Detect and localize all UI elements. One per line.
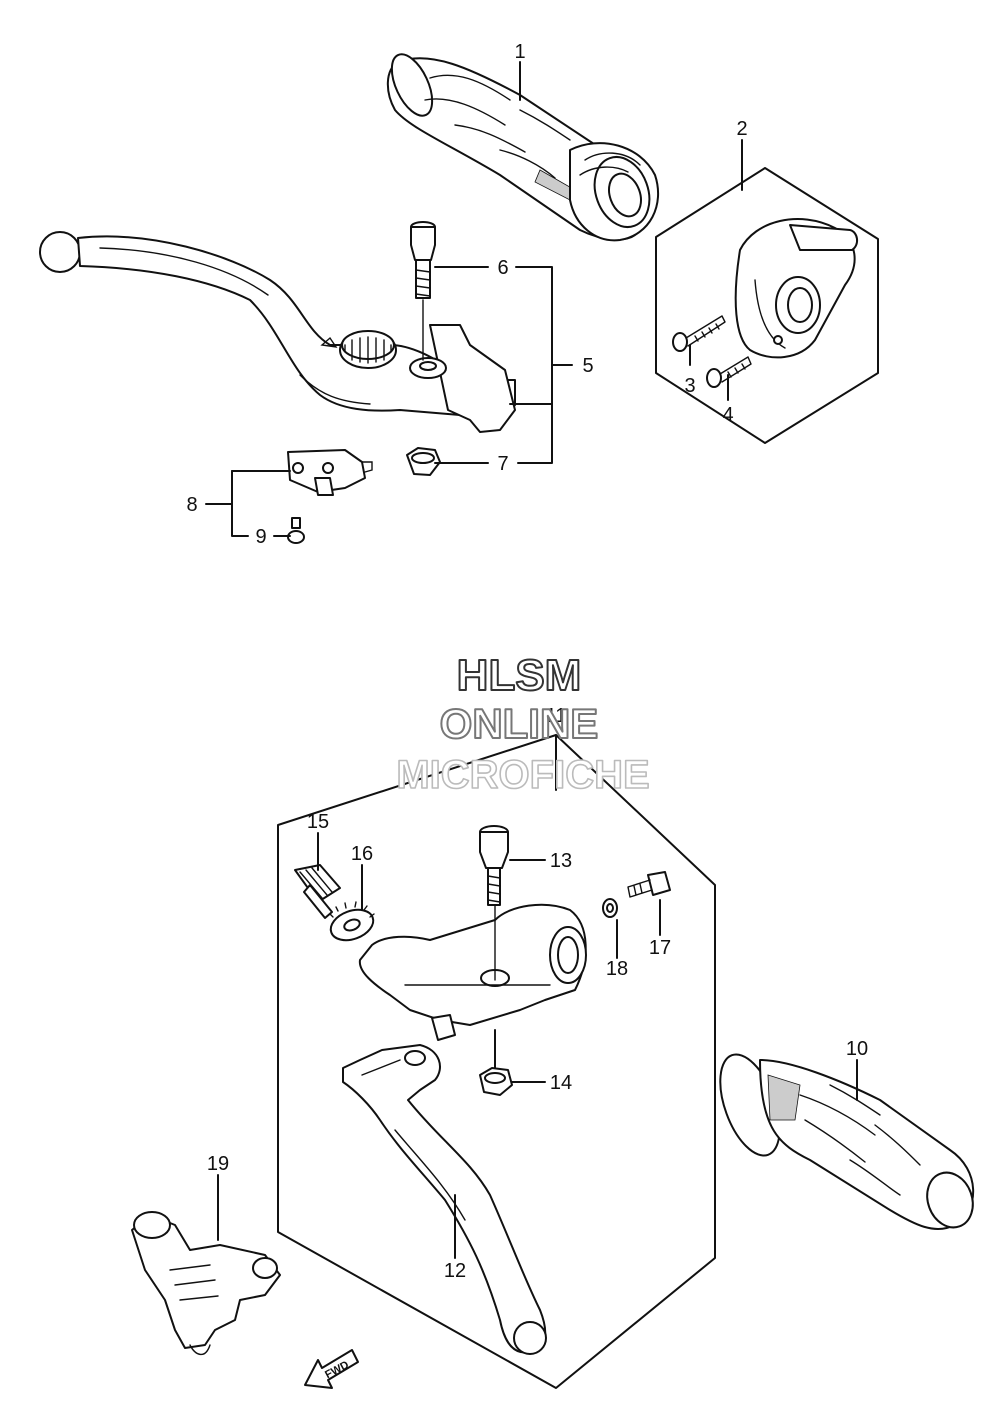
part-3-screw (672, 315, 726, 352)
part-13-bolt (479, 825, 509, 906)
callout-4: 4 (722, 404, 733, 426)
callout-11: 11 (546, 705, 567, 727)
callout-13: 13 (550, 850, 572, 872)
callout-18: 18 (606, 958, 628, 980)
fwd-arrow: FWD (304, 1349, 359, 1389)
part-19-clutch-switch (131, 1211, 281, 1356)
fwd-label: FWD (323, 1359, 351, 1381)
watermark-line2: ONLINE (440, 700, 599, 747)
leader-lines-upper (205, 61, 743, 537)
part-6-pivot-bolt (410, 221, 436, 361)
callout-15: 15 (307, 811, 329, 833)
part-9-screw (287, 517, 305, 544)
part-7-nut (406, 447, 441, 476)
leader-lines-lower (217, 734, 858, 1259)
callout-16: 16 (351, 843, 373, 865)
callout-labels: 1 2 3 4 5 6 7 8 9 10 11 12 13 14 15 16 1… (186, 41, 868, 1282)
callout-3: 3 (684, 375, 695, 397)
brake-lever (39, 231, 516, 433)
callout-17: 17 (649, 937, 671, 959)
watermark-line3: MICROFICHE (396, 753, 649, 797)
clutch-lever-holder (358, 854, 587, 1041)
callout-5: 5 (582, 355, 593, 377)
callout-19: 19 (207, 1153, 229, 1175)
part-10-left-grip (719, 1053, 975, 1230)
callout-1: 1 (514, 41, 525, 63)
watermark: HLSM ONLINE MICROFICHE (396, 650, 651, 798)
callout-10: 10 (846, 1038, 868, 1060)
part-1-throttle-grip (386, 53, 660, 242)
callout-6: 6 (497, 257, 508, 279)
callout-9: 9 (255, 526, 266, 548)
watermark-line1: HLSM (457, 651, 582, 700)
callout-7: 7 (497, 453, 508, 475)
callout-8: 8 (186, 494, 197, 516)
part-4-screw (706, 356, 752, 388)
part-2-throttle-housing-group (655, 167, 879, 444)
part-16-lock-washer (329, 901, 375, 942)
callout-12: 12 (444, 1260, 466, 1282)
part-18-washer (602, 898, 618, 918)
part-15-adjuster (294, 864, 341, 919)
callout-14: 14 (550, 1072, 572, 1094)
callout-2: 2 (736, 118, 747, 140)
part-14-nut (479, 1067, 513, 1096)
part-12-clutch-lever (342, 1044, 547, 1355)
part-17-bolt (627, 871, 671, 898)
part-8-brake-switch (287, 449, 373, 496)
